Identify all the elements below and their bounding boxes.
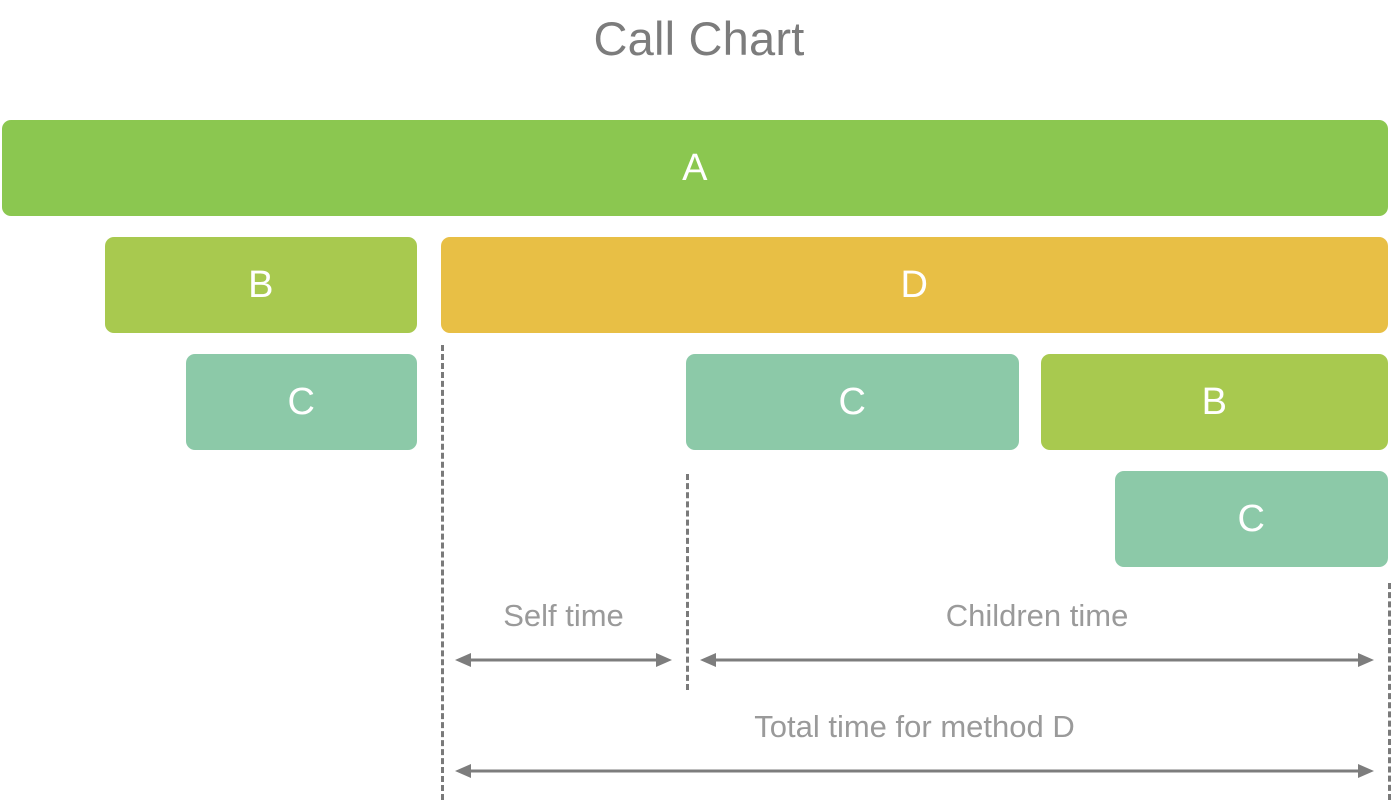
call-bar-label: C [287, 381, 316, 423]
annotation-arrow-self-time [455, 649, 672, 671]
call-bar-b-d1-0[interactable]: B [105, 237, 417, 333]
annotation-arrow-total-time-for-method-d [455, 760, 1374, 782]
annotation-label-children-time: Children time [945, 598, 1129, 633]
call-bar-c-d3-0[interactable]: C [1115, 471, 1388, 567]
call-bar-label: B [1201, 381, 1228, 423]
call-bar-c-d2-1[interactable]: C [686, 354, 1019, 450]
call-bar-label: C [1237, 498, 1266, 540]
annotation-arrow-children-time [700, 649, 1374, 671]
page-title: Call Chart [593, 12, 805, 65]
call-bar-label: A [682, 147, 708, 189]
guide-line-d-start [441, 345, 444, 800]
guide-line-d-end [1388, 583, 1391, 800]
guide-line-d-self-end [686, 474, 689, 690]
call-bar-label: C [838, 381, 867, 423]
annotation-label-self-time: Self time [503, 598, 624, 633]
call-bar-c-d2-0[interactable]: C [186, 354, 417, 450]
call-bar-b-d2-2[interactable]: B [1041, 354, 1388, 450]
annotation-label-total-time-for-method-d: Total time for method D [754, 709, 1075, 744]
call-bar-a-d0-0[interactable]: A [2, 120, 1388, 216]
call-bar-label: B [248, 264, 274, 306]
call-bar-label: D [900, 264, 929, 306]
call-bar-d-d1-1[interactable]: D [441, 237, 1388, 333]
